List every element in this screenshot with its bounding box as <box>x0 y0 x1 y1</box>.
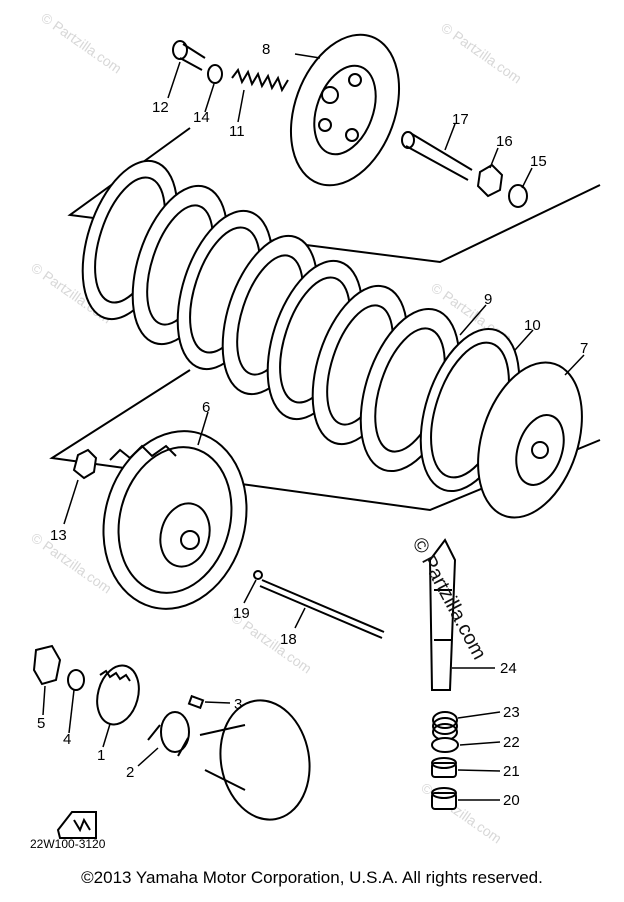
callout-19: 19 <box>233 605 250 622</box>
watermark-1: © Partzilla.com <box>38 9 124 76</box>
callout-1: 1 <box>97 747 105 764</box>
part-20-bushing <box>431 787 457 810</box>
part-14-washer <box>207 64 223 84</box>
callout-3: 3 <box>234 696 242 713</box>
part-23-spring <box>432 711 458 741</box>
part-16-nut <box>476 163 504 198</box>
part-11-spring <box>231 67 289 93</box>
callout-24: 24 <box>500 660 517 677</box>
copyright-notice: ©2013 Yamaha Motor Corporation, U.S.A. A… <box>81 868 543 887</box>
part-4-washer <box>67 669 85 691</box>
part-15-washer <box>508 184 528 208</box>
leader-lines <box>42 53 585 801</box>
callout-18: 18 <box>280 631 297 648</box>
callout-2: 2 <box>126 764 134 781</box>
clutch-plate-stack <box>81 159 409 446</box>
part-2-bushing <box>147 711 190 757</box>
callout-15: 15 <box>530 153 547 170</box>
part-13-circlip <box>72 448 98 480</box>
part-8-pressure-plate <box>289 33 401 187</box>
callout-13: 13 <box>50 527 67 544</box>
watermark-7: © Partzilla.com <box>418 779 504 846</box>
callout-14: 14 <box>193 109 210 126</box>
watermark-5: © Partzilla.com <box>28 529 114 596</box>
partzilla-overlay-watermark: © Partzilla.com <box>408 534 491 663</box>
part-22-washer <box>431 737 459 753</box>
callout-12: 12 <box>152 99 169 116</box>
callout-22: 22 <box>503 734 520 751</box>
callout-16: 16 <box>496 133 513 150</box>
callout-6: 6 <box>202 399 210 416</box>
callout-11: 11 <box>229 123 245 140</box>
callout-7: 7 <box>580 340 588 357</box>
diagram-code: 22W100-3120 <box>30 837 106 851</box>
part-19-ball <box>253 570 263 580</box>
part-3-stopper <box>187 694 205 710</box>
part-5-nut <box>32 644 62 686</box>
callout-21: 21 <box>503 763 520 780</box>
callout-20: 20 <box>503 792 520 809</box>
part-18-push-rod <box>259 579 385 639</box>
part-12-bolt <box>172 40 206 71</box>
part-6-clutch-housing <box>102 430 248 610</box>
callout-17: 17 <box>452 111 469 128</box>
part-21-bushing <box>431 757 457 778</box>
callout-8: 8 <box>262 41 270 58</box>
kick-drum <box>199 699 311 821</box>
callout-10: 10 <box>524 317 541 334</box>
callout-9: 9 <box>484 291 492 308</box>
callout-23: 23 <box>503 704 520 721</box>
front-direction-icon <box>56 811 97 839</box>
part-17-push-rod <box>401 131 473 181</box>
part-1-kick-gear <box>96 664 140 726</box>
callout-labels: 8 12 14 11 17 16 15 9 10 7 6 13 19 18 24… <box>37 41 588 809</box>
watermark-2: © Partzilla.com <box>438 19 524 86</box>
part-7-clutch-boss <box>477 361 583 519</box>
part-24-kick-shaft <box>428 538 457 691</box>
callout-5: 5 <box>37 715 45 732</box>
callout-4: 4 <box>63 731 71 748</box>
